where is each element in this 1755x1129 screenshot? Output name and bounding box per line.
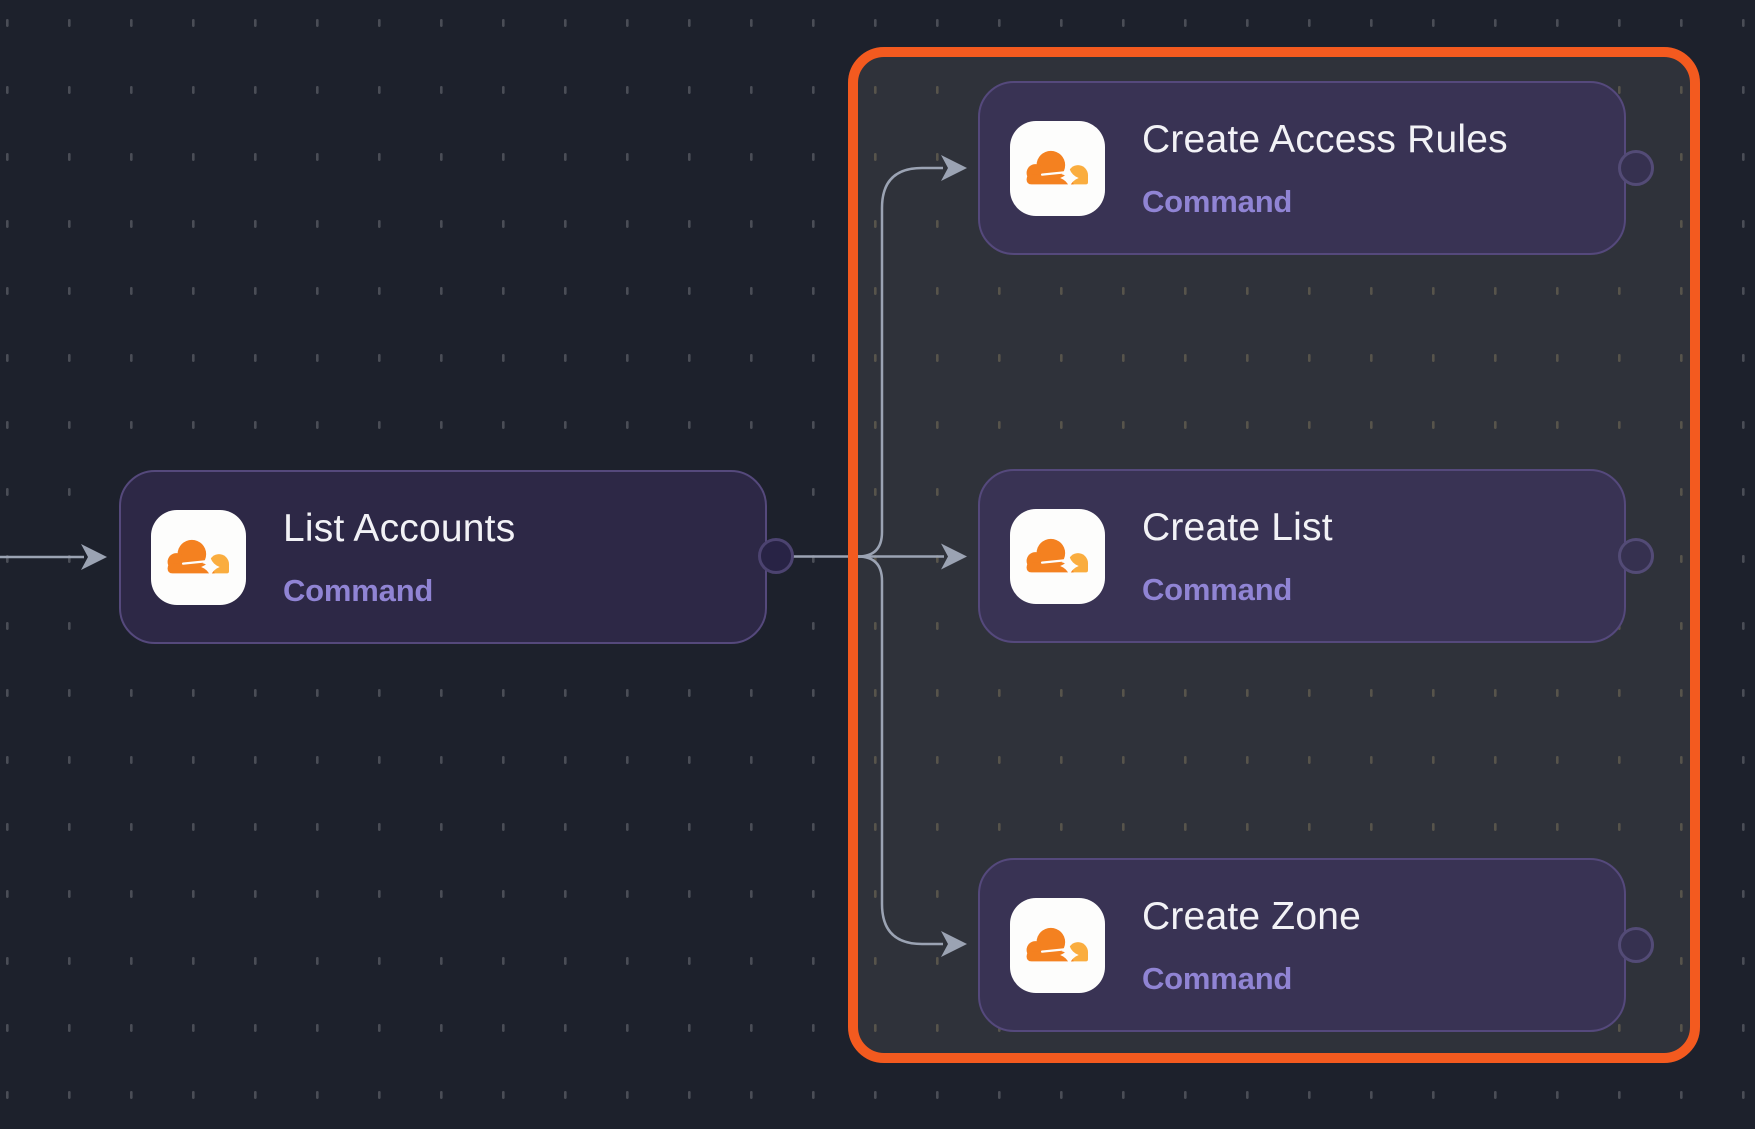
node-title: Create List <box>1142 505 1333 549</box>
output-port-create-access-rules[interactable] <box>1618 150 1654 186</box>
edge-to-create-zone[interactable] <box>857 555 943 946</box>
node-subtitle: Command <box>1142 183 1293 219</box>
connection-edges <box>0 155 967 957</box>
cloudflare-icon <box>1010 897 1105 993</box>
node-subtitle: Command <box>1142 571 1293 607</box>
cloudflare-icon <box>1010 120 1105 216</box>
edge-arrowhead <box>941 931 967 957</box>
edge-arrowhead <box>941 155 967 181</box>
edge-arrowhead <box>81 544 107 570</box>
node-title: Create Access Rules <box>1142 117 1508 161</box>
edge-to-create-access-rules[interactable] <box>857 166 943 558</box>
output-port-list-accounts[interactable] <box>758 538 794 574</box>
node-list-accounts[interactable]: List Accounts Command <box>119 470 767 644</box>
node-create-list[interactable]: Create List Command <box>978 469 1626 643</box>
cloudflare-icon <box>1010 508 1105 604</box>
node-title: List Accounts <box>283 506 516 550</box>
edge-arrowhead <box>941 543 967 570</box>
selection-box-border <box>848 47 1700 1063</box>
cloudflare-icon <box>151 509 246 605</box>
node-subtitle: Command <box>1142 960 1293 996</box>
output-port-create-list[interactable] <box>1618 538 1654 574</box>
node-title: Create Zone <box>1142 894 1361 938</box>
node-create-zone[interactable]: Create Zone Command <box>978 858 1626 1032</box>
node-create-access-rules[interactable]: Create Access Rules Command <box>978 81 1626 255</box>
node-subtitle: Command <box>283 572 434 608</box>
output-port-create-zone[interactable] <box>1618 927 1654 963</box>
